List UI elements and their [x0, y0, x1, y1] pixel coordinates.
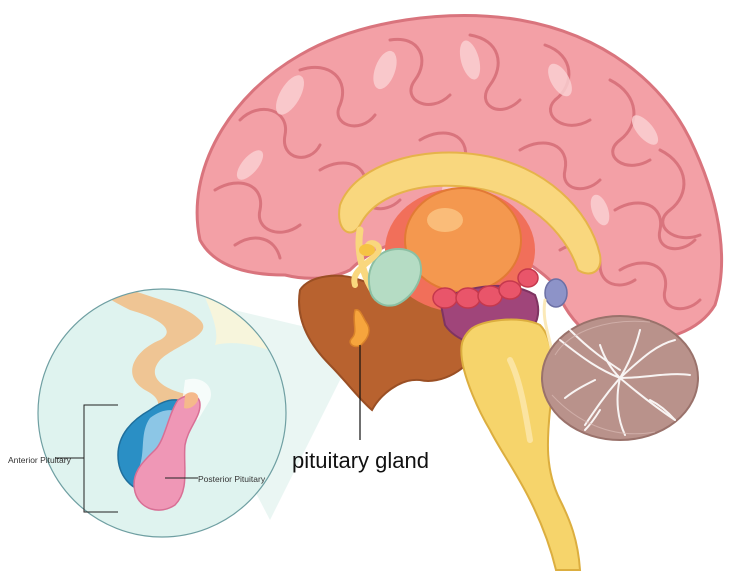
thalamus: [385, 187, 535, 312]
anterior-pituitary-label: Anterior Pituitary: [8, 455, 71, 465]
corpus-callosum: [338, 151, 602, 275]
inset-magnifier: [37, 288, 287, 538]
posterior-pituitary-label: Posterior Pituitary: [198, 474, 266, 484]
optic-chiasm: [351, 240, 382, 288]
hypothalamus: [367, 248, 422, 307]
posterior-lobe: [133, 394, 201, 511]
pituitary-gland: [349, 308, 370, 348]
cerebellum: [541, 315, 699, 441]
pineal-gland: [544, 278, 568, 308]
pituitary-gland-label: pituitary gland: [292, 448, 429, 473]
